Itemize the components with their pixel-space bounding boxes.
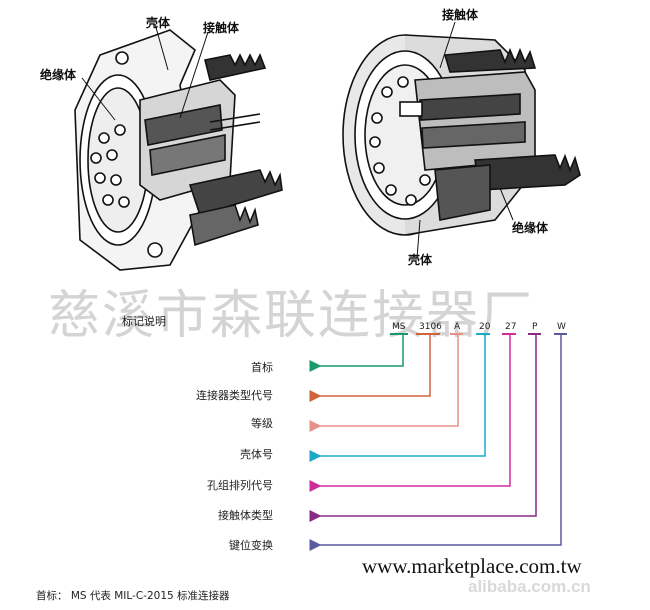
footnote: 首标： MS 代表 MIL-C-2015 标准连接器 <box>36 590 230 602</box>
code-part-3106: 3106 <box>419 322 442 332</box>
right-contact-callout: 接触体 <box>442 8 479 22</box>
meaning-hole-arrangement: 孔组排列代号 <box>207 479 273 492</box>
left-contact-callout: 接触体 <box>203 21 240 35</box>
code-part-ms: MS <box>392 322 406 332</box>
code-part-27: 27 <box>505 322 517 332</box>
code-part-p: P <box>532 322 538 332</box>
left-shell-callout: 壳体 <box>146 16 171 30</box>
code-part-a: A <box>454 322 461 332</box>
right-shell-callout: 壳体 <box>408 253 433 267</box>
code-part-w: W <box>557 322 566 332</box>
right-insulator-callout: 绝缘体 <box>512 221 549 235</box>
meaning-prefix: 首标 <box>251 361 273 374</box>
meaning-key-position: 键位变换 <box>229 539 273 552</box>
site-watermark: www.marketplace.com.tw <box>362 554 582 578</box>
left-insulator-callout: 绝缘体 <box>40 68 77 82</box>
marking-title: 标记说明 <box>122 315 166 328</box>
meaning-shell-size: 壳体号 <box>240 448 273 461</box>
code-part-20: 20 <box>479 322 491 332</box>
right-connector-illustration <box>342 21 581 259</box>
left-connector-illustration <box>74 23 283 271</box>
company-watermark: 慈溪市森联连接器厂 <box>48 286 535 346</box>
meaning-contact-type: 接触体类型 <box>218 509 273 522</box>
meaning-connector-type: 连接器类型代号 <box>196 389 273 402</box>
meaning-grade: 等级 <box>251 417 273 430</box>
site-watermark-secondary: alibaba.com.cn <box>468 577 591 596</box>
